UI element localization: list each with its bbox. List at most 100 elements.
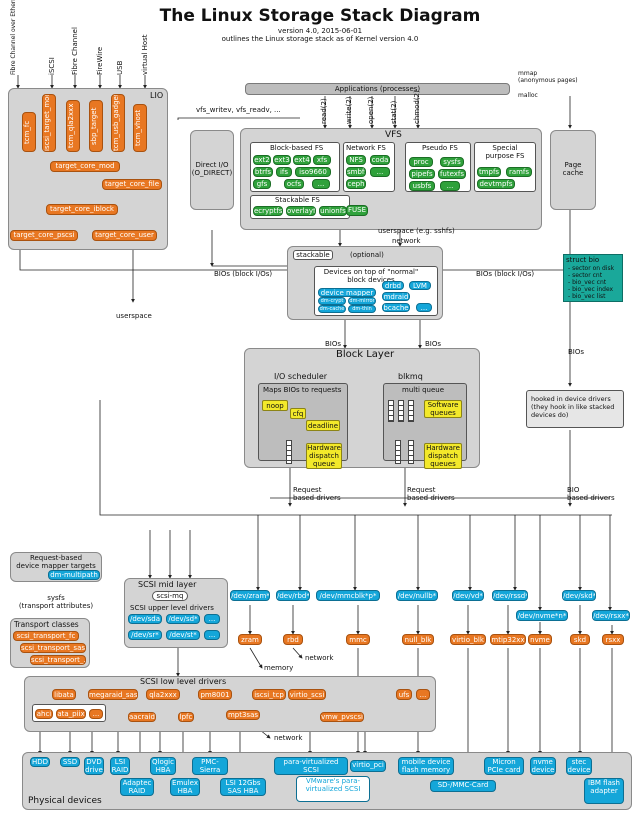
request-based-left: Request based drivers: [293, 486, 341, 502]
lld-qla2xxx: qla2xxx: [146, 689, 180, 700]
phys-qlogic: Qlogic HBA: [150, 757, 176, 775]
dev-sda: /dev/sda: [128, 614, 162, 624]
bios-label-mid: BIOs: [425, 340, 442, 348]
drv-nvme: nvme: [528, 634, 552, 645]
fs-ext2: ext2: [253, 155, 271, 165]
struct-bio-item-0: - sector on disk: [568, 265, 615, 272]
lld-pm8001: pm8001: [198, 689, 232, 700]
fs-unionfs: unionfs: [319, 206, 347, 216]
dev-zram: /dev/zram*: [230, 590, 270, 601]
dev-scsi-more-1: ...: [204, 614, 220, 624]
stack-mdraid: mdraid: [382, 292, 410, 301]
scsi-mq: scsi-mq: [152, 591, 188, 601]
fs-more: ...: [312, 179, 330, 189]
fs-ramfs: ramfs: [506, 167, 532, 177]
physical-devices-title: Physical devices: [28, 796, 102, 806]
fs-devtmpfs: devtmpfs: [477, 179, 515, 189]
lld-iscsi-tcp: iscsi_tcp: [252, 689, 286, 700]
scsi-mid-title: SCSI mid layer: [138, 580, 197, 589]
stackable-title: Devices on top of "normal" block devices: [323, 268, 419, 284]
lio-target-core-user: target_core_user: [92, 230, 157, 241]
blkmq-title: blkmq: [398, 372, 423, 381]
fs-tmpfs: tmpfs: [477, 167, 501, 177]
phys-mobile-flash: mobile device flash memory: [398, 757, 454, 775]
bios-block-right: BIOs (block I/Os): [476, 270, 535, 278]
phys-ibm-flash: IBM flash adapter: [584, 778, 624, 804]
drv-mtip32xx: mtip32xx: [490, 634, 526, 645]
queue-stack-3: [408, 400, 414, 422]
fs-ceph: ceph: [346, 179, 366, 189]
network-fs-title: Network FS: [346, 144, 386, 152]
queue-stack-2: [398, 400, 404, 422]
lio-title: LIO: [150, 91, 164, 100]
dev-nullb: /dev/nullb*: [396, 590, 438, 601]
transport-classes-title: Transport classes: [14, 620, 79, 629]
dev-rbd: /dev/rbd*: [276, 590, 310, 601]
network-label-vfs: network: [392, 237, 421, 245]
direct-io-box: Direct I/O (O_DIRECT): [190, 130, 234, 210]
phys-dvd: DVD drive: [84, 757, 104, 775]
transport-firewire: FireWire: [96, 46, 104, 75]
phys-lsi-raid: LSI RAID: [110, 757, 130, 775]
diagram-title: The Linux Storage Stack Diagram: [159, 6, 481, 26]
scsi-transport-fc: scsi_transport_fc: [13, 631, 79, 641]
dev-nvme: /dev/nvme*n*: [516, 610, 568, 621]
fs-network-more: ...: [370, 167, 390, 177]
network-label-rbd: network: [305, 654, 334, 662]
queue-stack-1: [388, 400, 394, 422]
transport-iscsi: iSCSI: [48, 57, 56, 75]
drv-skd: skd: [570, 634, 590, 645]
sched-deadline: deadline: [306, 420, 340, 431]
sched-noop: noop: [262, 400, 288, 411]
phys-ssd: SSD: [60, 757, 80, 767]
lld-lpfc: lpfc: [178, 712, 194, 722]
transport-usb: USB: [116, 60, 124, 75]
io-scheduler-title: I/O scheduler: [274, 372, 328, 381]
fs-ecryptfs: ecryptfs: [253, 206, 283, 216]
lio-target-core-file: target_core_file: [102, 179, 162, 190]
vfs-title: VFS: [385, 130, 402, 140]
scsi-transport-more: scsi_transport_...: [30, 655, 86, 665]
dev-mmcblk: /dev/mmcblk*p*: [316, 590, 380, 601]
dev-sd-star: /dev/sd*: [166, 614, 200, 624]
hw-dispatch-queue: Hardware dispatch queue: [306, 443, 342, 469]
sysfs-label: sysfs (transport attributes): [18, 594, 94, 610]
dm-multipath: dm-multipath: [48, 570, 100, 580]
fs-gfs: gfs: [253, 179, 271, 189]
fs-nfs: NFS: [346, 155, 366, 165]
phys-virtio-pci: virtio_pci: [350, 760, 386, 772]
lio-fabric-iscsi-target: iscsi_target_mod: [42, 94, 56, 152]
maps-bios-label: Maps BIOs to requests: [263, 386, 342, 394]
fs-futexfs: futexfs: [438, 169, 466, 179]
lld-ufs: ufs: [396, 689, 412, 700]
lio-fabric-tcm-usb-gadget: tcm_usb_gadget: [111, 94, 125, 152]
lld-more: ...: [416, 689, 430, 700]
stack-drbd: drbd: [382, 281, 404, 290]
block-fs-title: Block-based FS: [270, 144, 324, 152]
transport-fc: Fibre Channel: [71, 27, 79, 75]
phys-emulex: Emulex HBA: [170, 778, 200, 796]
drv-zram: zram: [238, 634, 262, 645]
fs-sysfs: sysfs: [440, 157, 464, 167]
lld-virtio-scsi: virtio_scsi: [288, 689, 326, 700]
fs-iso9660: iso9660: [295, 167, 331, 177]
userspace-sshfs-label: userspace (e.g. sshfs): [378, 227, 455, 235]
dev-skd: /dev/skd*: [562, 590, 596, 601]
stack-more: ...: [416, 303, 432, 312]
dev-vd: /dev/vd*: [452, 590, 484, 601]
diagram-version: version 4.0, 2015-06-01: [277, 27, 363, 35]
lld-mpt3sas: mpt3sas: [226, 710, 260, 720]
hw-queue-stack-2: [408, 440, 414, 464]
struct-bio-item-4: - bio_vec list: [568, 293, 606, 300]
phys-lsi-12g: LSI 12Gbs SAS HBA: [220, 778, 266, 796]
syscall-stat: stat(2): [390, 100, 398, 124]
sched-queue-stack: [286, 440, 292, 464]
lld-ahci: ahci: [35, 709, 53, 719]
bios-label-left: BIOs: [325, 340, 342, 348]
lio-fabric-tcm-vhost: tcm_vhost: [133, 104, 147, 152]
diagram-subtitle: outlines the Linux storage stack as of K…: [221, 35, 419, 43]
lld-megaraid-sas: megaraid_sas: [88, 689, 138, 700]
drv-null-blk: null_blk: [402, 634, 434, 645]
struct-bio-title: struct bio: [566, 256, 600, 264]
syscall-chmod: chmod(2): [413, 90, 421, 124]
